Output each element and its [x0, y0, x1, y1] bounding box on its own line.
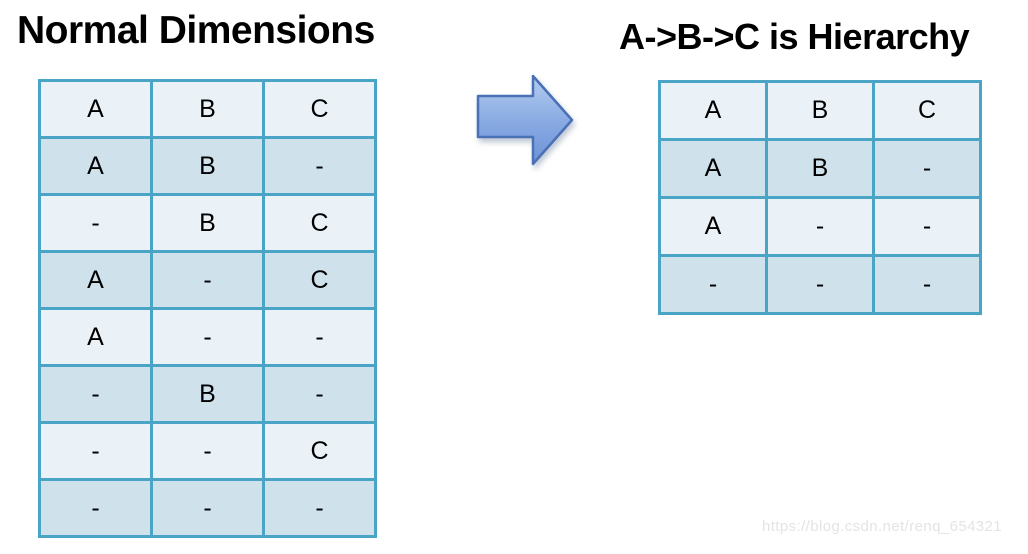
cell-r0-c0: A: [658, 80, 768, 141]
cell-r2-c1: -: [765, 196, 875, 257]
right-table-title: A->B->C is Hierarchy: [619, 16, 970, 57]
cell-r1-c1: B: [150, 136, 265, 196]
cell-r7-c2: -: [262, 478, 377, 538]
cell-r5-c2: -: [262, 364, 377, 424]
cell-r2-c0: A: [658, 196, 768, 257]
cell-r2-c2: -: [872, 196, 982, 257]
cell-r5-c0: -: [38, 364, 153, 424]
cell-r3-c0: -: [658, 254, 768, 315]
table-row: --C: [38, 421, 377, 481]
cell-r1-c0: A: [38, 136, 153, 196]
cell-r2-c0: -: [38, 193, 153, 253]
cell-r3-c0: A: [38, 250, 153, 310]
cell-r3-c2: C: [262, 250, 377, 310]
table-row: A-C: [38, 250, 377, 310]
watermark: https://blog.csdn.net/renq_654321: [762, 518, 1003, 535]
cell-r0-c2: C: [872, 80, 982, 141]
table-row: ---: [38, 478, 377, 538]
cell-r4-c1: -: [150, 307, 265, 367]
cell-r0-c2: C: [262, 79, 377, 139]
cell-r6-c1: -: [150, 421, 265, 481]
cell-r4-c0: A: [38, 307, 153, 367]
table-row: -B-: [38, 364, 377, 424]
cell-r5-c1: B: [150, 364, 265, 424]
cell-r2-c2: C: [262, 193, 377, 253]
left-table-title: Normal Dimensions: [17, 9, 375, 52]
cell-r3-c1: -: [765, 254, 875, 315]
table-row: A--: [658, 196, 982, 257]
cell-r6-c2: C: [262, 421, 377, 481]
cell-r1-c0: A: [658, 138, 768, 199]
cell-r4-c2: -: [262, 307, 377, 367]
cell-r1-c2: -: [872, 138, 982, 199]
cell-r2-c1: B: [150, 193, 265, 253]
cell-r0-c1: B: [150, 79, 265, 139]
cell-r7-c1: -: [150, 478, 265, 538]
table-row: A--: [38, 307, 377, 367]
cell-r0-c1: B: [765, 80, 875, 141]
cell-r7-c0: -: [38, 478, 153, 538]
cell-r6-c0: -: [38, 421, 153, 481]
cell-r3-c2: -: [872, 254, 982, 315]
transform-right-arrow-icon: [476, 74, 574, 166]
cell-r0-c0: A: [38, 79, 153, 139]
cell-r3-c1: -: [150, 250, 265, 310]
cell-r1-c2: -: [262, 136, 377, 196]
cell-r1-c1: B: [765, 138, 875, 199]
table-row: ---: [658, 254, 982, 315]
